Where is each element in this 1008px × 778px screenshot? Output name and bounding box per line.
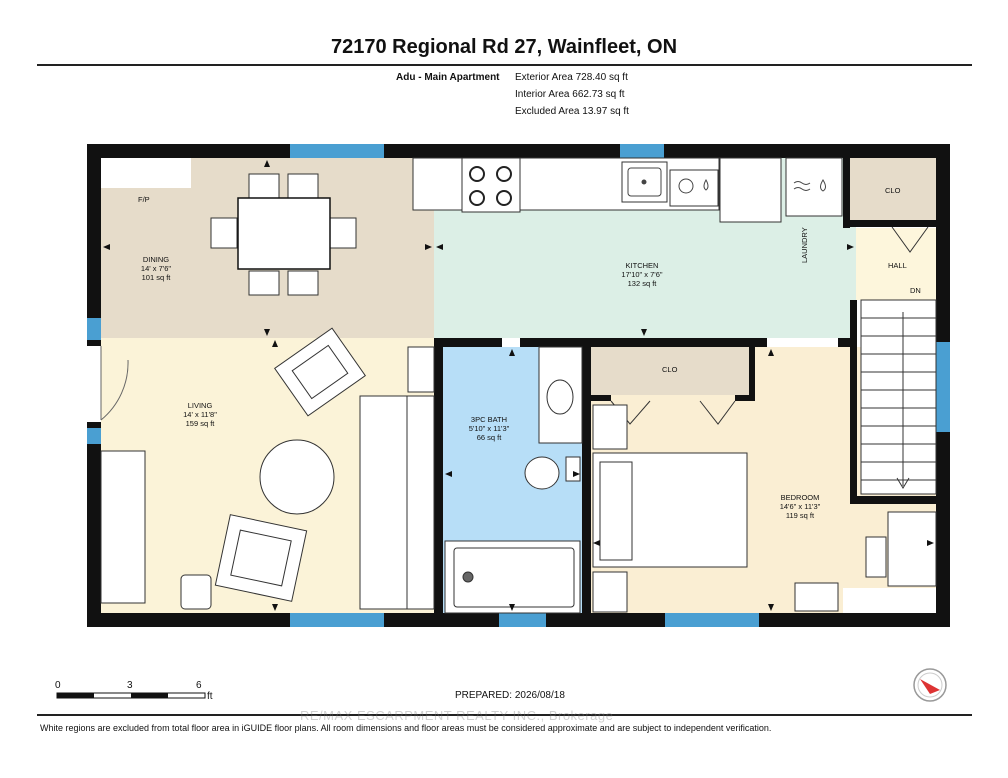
living-furniture [100, 327, 435, 610]
scale-tick-3: 3 [127, 680, 133, 691]
dining-label: DINING 14' x 7'6" 101 sq ft [141, 255, 171, 282]
living-label: LIVING 14' x 11'8" 159 sq ft [183, 401, 217, 428]
kitchen-name: KITCHEN [625, 261, 659, 270]
bedroom-name: BEDROOM [780, 493, 820, 502]
kitchen-area: 132 sq ft [627, 279, 657, 288]
kitchen-counters [412, 157, 843, 223]
bath-name: 3PC BATH [470, 415, 508, 424]
excluded-region [101, 158, 191, 188]
kitchen-dims: 17'10" x 7'6" [621, 270, 663, 279]
bedroom-area: 119 sq ft [785, 511, 815, 520]
living-dims: 14' x 11'8" [183, 410, 217, 419]
interior-area: Interior Area 662.73 sq ft [515, 89, 625, 100]
hall-closet-label: CLO [885, 186, 901, 195]
bedroom-furniture [592, 404, 937, 613]
page-title: 72170 Regional Rd 27, Wainfleet, ON [330, 36, 678, 58]
bedroom-dims: 14'6" x 11'3" [779, 502, 821, 511]
living-name: LIVING [187, 401, 213, 410]
compass-icon [913, 668, 947, 702]
kitchen-sink-icon [627, 167, 709, 197]
windows [87, 144, 950, 627]
exterior-area: Exterior Area 728.40 sq ft [515, 72, 628, 83]
dining-area: 101 sq ft [141, 273, 171, 282]
dimension-arrows [103, 160, 934, 611]
fireplace-label: F/P [138, 195, 150, 204]
hall-closet-door [891, 226, 929, 253]
washer-dryer-icon [793, 179, 826, 192]
hall-fill [856, 228, 936, 300]
entry-door-swing [100, 346, 129, 421]
dining-table [210, 173, 357, 296]
scale-tick-6: 6 [196, 680, 202, 691]
bath-fixtures [444, 346, 583, 614]
stairs-down-label: DN [910, 286, 921, 295]
living-area: 159 sq ft [185, 419, 215, 428]
unit-label: Adu - Main Apartment [396, 72, 500, 83]
footer-rule [37, 714, 972, 716]
hall-closet-fill [850, 158, 936, 220]
prepared-date: PREPARED: 2026/08/18 [455, 690, 565, 701]
excluded-region [843, 588, 936, 613]
laundry-label: LAUNDRY [800, 227, 809, 263]
dining-name: DINING [142, 255, 170, 264]
header-rule [37, 64, 972, 66]
kitchen-label: KITCHEN 17'10" x 7'6" 132 sq ft [621, 261, 662, 288]
scale-tick-0: 0 [55, 680, 61, 691]
interior-walls [434, 151, 943, 620]
hall-label: HALL [888, 261, 907, 270]
excluded-area: Excluded Area 13.97 sq ft [515, 106, 629, 117]
bedroom-closet-fill [591, 347, 749, 395]
staircase [860, 299, 937, 495]
disclaimer: White regions are excluded from total fl… [40, 723, 772, 733]
bedroom-closet-label: CLO [662, 365, 678, 374]
bath-label: 3PC BATH 5'10" x 11'3" 66 sq ft [469, 415, 510, 442]
scale-unit: ft [207, 691, 213, 702]
bath-dims: 5'10" x 11'3" [468, 424, 510, 433]
dining-dims: 14' x 7'6" [140, 264, 172, 273]
bath-area: 66 sq ft [476, 433, 502, 442]
bedroom-label: BEDROOM 14'6" x 11'3" 119 sq ft [780, 493, 821, 520]
watermark: RE/MAX ESCARPMENT REALTY INC., Brokerage [300, 708, 614, 723]
scale-bar [56, 692, 206, 699]
stove-burners-icon [469, 166, 512, 206]
